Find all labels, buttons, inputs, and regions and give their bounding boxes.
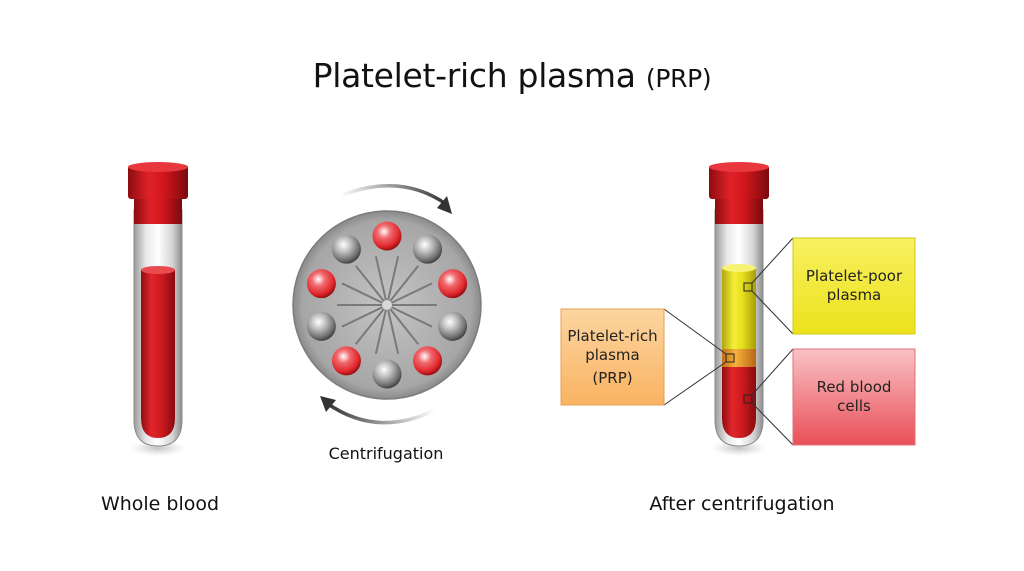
platelet-poor-box — [792, 237, 916, 335]
whole-blood-tube — [128, 162, 188, 456]
gray-sample-icon — [331, 234, 361, 264]
label-poor-line1: Platelet-poor — [805, 267, 903, 285]
rotor-spoke — [386, 282, 433, 306]
rotor-tubes — [306, 221, 468, 389]
whole-blood-fill — [141, 270, 175, 438]
platelet-poor-layer — [722, 268, 756, 349]
rotor-spoke — [386, 304, 433, 328]
red-cap-icon — [128, 162, 188, 224]
centrifuge — [292, 184, 482, 425]
red-cells-box — [792, 348, 916, 446]
rotor-spoke — [355, 304, 388, 345]
gray-sample-icon — [306, 311, 336, 341]
red-sample-icon — [306, 269, 336, 299]
rotor-spoke — [341, 304, 388, 328]
label-prp-line2: plasma — [585, 345, 640, 364]
label-red-line1: Red blood — [816, 378, 892, 396]
label-prp: Platelet-rich plasma (PRP) — [561, 309, 664, 405]
rotor-spoke — [386, 304, 400, 354]
caption-centrifugation: Centrifugation — [328, 444, 444, 463]
rotor-spoke — [374, 256, 388, 306]
gray-sample-icon — [413, 234, 443, 264]
title-suffix: (PRP) — [645, 64, 712, 93]
separated-tube — [663, 162, 794, 456]
red-sample-icon — [331, 346, 361, 376]
label-poor-line2: plasma — [826, 286, 882, 304]
rotor-spoke — [386, 304, 419, 345]
gray-sample-icon — [438, 311, 468, 341]
rotor-spoke — [386, 265, 419, 306]
label-prp-line1: Platelet-rich — [567, 326, 658, 345]
rotor-spoke — [355, 265, 388, 306]
red-cap-icon — [709, 162, 769, 224]
rotation-arrow-top-icon — [339, 184, 447, 206]
prp-box — [560, 308, 665, 406]
rotor-spoke — [386, 256, 400, 306]
rotor-spoke — [374, 304, 388, 354]
label-red-cells: Red blood cells — [793, 349, 915, 445]
label-red-line2: cells — [837, 397, 871, 415]
label-prp-line3: (PRP) — [592, 368, 633, 387]
caption-whole-blood: Whole blood — [100, 493, 220, 515]
rotor-spoke — [341, 282, 388, 306]
caption-after-centrifugation: After centrifugation — [649, 493, 835, 515]
red-cells-layer — [722, 366, 756, 438]
label-platelet-poor: Platelet-poor plasma — [793, 238, 915, 334]
rotation-arrow-bottom-icon — [327, 402, 436, 425]
gray-sample-icon — [372, 359, 402, 389]
page-title: Platelet-rich plasma (PRP) — [0, 56, 1024, 95]
red-sample-icon — [413, 346, 443, 376]
red-sample-icon — [372, 221, 402, 251]
prp-layer — [722, 348, 756, 367]
title-main: Platelet-rich plasma — [312, 56, 636, 95]
red-sample-icon — [438, 269, 468, 299]
rotor-spokes — [337, 256, 437, 354]
